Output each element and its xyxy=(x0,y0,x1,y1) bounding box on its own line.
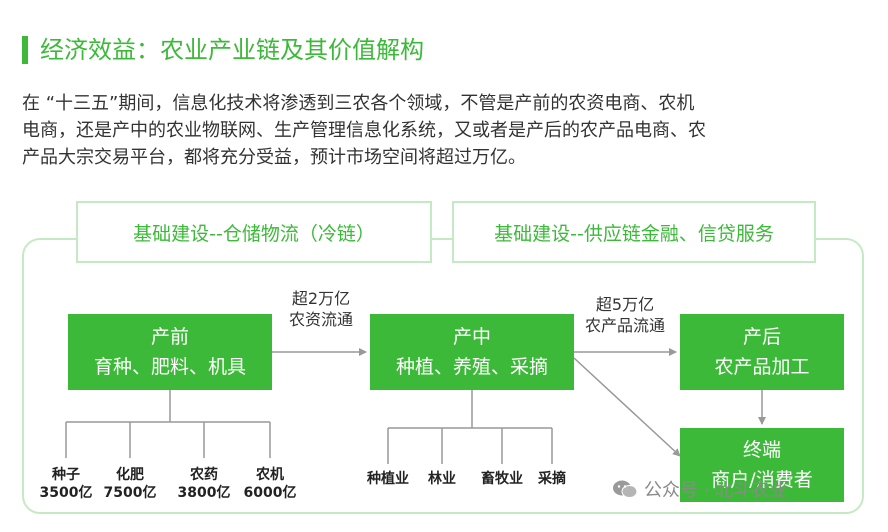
stage-post-detail: 农产品加工 xyxy=(714,356,810,378)
pre-item-value: 3800亿 xyxy=(177,485,231,501)
flow-name: 农产品流通 xyxy=(584,316,665,335)
pre-item-fertilizer: 化肥 7500亿 xyxy=(100,466,160,502)
flow-value: 超5万亿 xyxy=(595,295,655,314)
pre-item-name: 种子 xyxy=(52,467,80,483)
stage-mid-detail: 种植、养殖、采摘 xyxy=(395,356,548,378)
pre-item-value: 6000亿 xyxy=(243,485,297,501)
mid-item-livestock: 畜牧业 xyxy=(481,471,523,487)
wechat-icon xyxy=(613,480,638,498)
stage-terminal-title: 终端 xyxy=(742,439,781,461)
page-title: 经济效益：农业产业链及其价值解构 xyxy=(40,36,424,64)
stage-mid-title: 产中 xyxy=(452,326,491,348)
pre-item-value: 7500亿 xyxy=(103,485,157,501)
stage-post-production: 产后 农产品加工 xyxy=(680,314,844,390)
pre-item-machinery: 农机 6000亿 xyxy=(238,466,302,502)
flow-label-mid-to-post: 超5万亿 农产品流通 xyxy=(572,294,678,336)
pre-item-pesticide: 农药 3800亿 xyxy=(172,466,236,502)
stage-mid-production: 产中 种植、养殖、采摘 xyxy=(370,314,574,390)
intro-paragraph: 在 “十三五”期间，信息化技术将渗透到三农各个领域，不管是产前的农资电商、农机 … xyxy=(22,90,862,171)
mid-item-forestry: 林业 xyxy=(428,471,456,487)
stage-terminal: 终端 商户/消费者 xyxy=(680,428,844,502)
stage-terminal-detail: 商户/消费者 xyxy=(711,469,813,491)
stage-pre-production: 产前 育种、肥料、机具 xyxy=(68,314,272,390)
title-accent-bar xyxy=(22,36,28,64)
watermark: 公众号 · 北斗农业 xyxy=(612,476,787,502)
flow-value: 超2万亿 xyxy=(291,289,351,308)
watermark-text: 公众号 · 北斗农业 xyxy=(644,480,788,501)
stage-pre-detail: 育种、肥料、机具 xyxy=(93,356,246,378)
value-chain-frame xyxy=(22,238,864,514)
pre-item-name: 农机 xyxy=(256,467,284,483)
pre-item-value: 3500亿 xyxy=(39,485,93,501)
stage-pre-title: 产前 xyxy=(150,326,189,348)
pre-item-seeds: 种子 3500亿 xyxy=(36,466,96,502)
arrow-mid-to-end xyxy=(573,357,681,457)
intro-line: 电商，还是产中的农业物联网、生产管理信息化系统，又或者是产后的农产品电商、农 xyxy=(22,120,706,141)
mid-item-planting: 种植业 xyxy=(367,471,409,487)
infrastructure-logistics-box: 基础建设--仓储物流（冷链） xyxy=(76,201,432,263)
stage-post-title: 产后 xyxy=(742,326,781,348)
intro-line: 在 “十三五”期间，信息化技术将渗透到三农各个领域，不管是产前的农资电商、农机 xyxy=(22,93,695,114)
mid-item-picking: 采摘 xyxy=(538,471,566,487)
infrastructure-finance-box: 基础建设--供应链金融、信贷服务 xyxy=(452,201,816,263)
pre-item-name: 农药 xyxy=(190,467,218,483)
flow-name: 农资流通 xyxy=(288,310,353,329)
flow-label-pre-to-mid: 超2万亿 农资流通 xyxy=(272,288,370,330)
intro-line: 产品大宗交易平台，都将充分受益，预计市场空间将超过万亿。 xyxy=(22,147,526,168)
pre-item-name: 化肥 xyxy=(116,467,144,483)
